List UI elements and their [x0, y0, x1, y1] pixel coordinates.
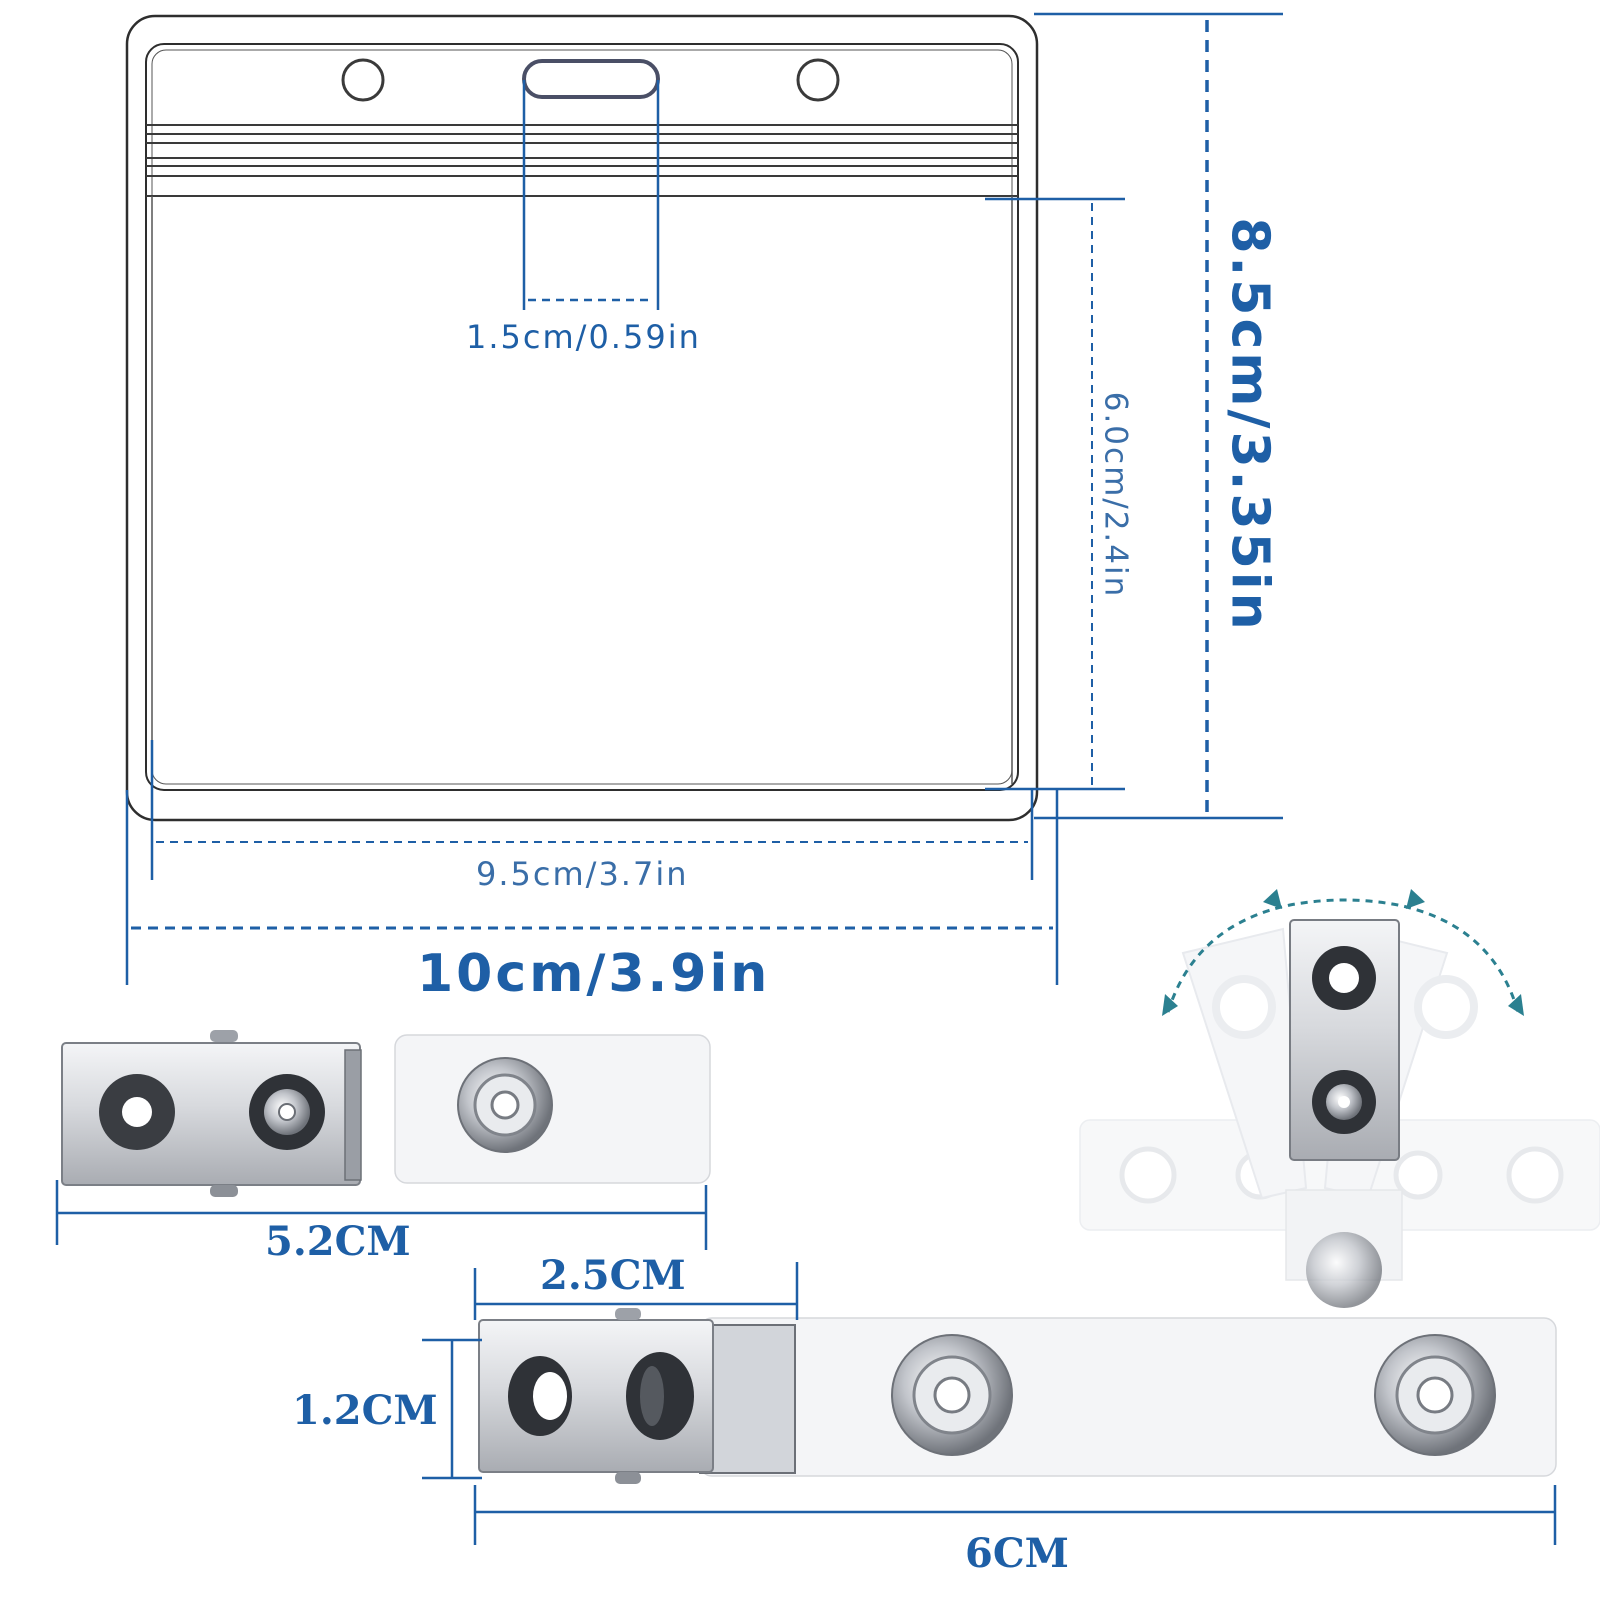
short-clip-jaw [344, 1049, 362, 1181]
slot-width-label: 1.5cm/0.59in [466, 318, 701, 356]
long-clip [478, 1308, 1557, 1484]
short-clip-hole-left [99, 1074, 175, 1150]
badge-inner-edge [145, 43, 1019, 791]
rotation-arc [1166, 898, 1520, 1013]
rotation-illustration [1079, 889, 1600, 1308]
slot-hole [522, 59, 660, 99]
rotation-arrow-1 [1162, 994, 1178, 1016]
long-clip-pin [615, 1308, 641, 1320]
badge-outer-edge [125, 14, 1039, 822]
short-clip-pin [210, 1030, 238, 1042]
badge-dimension-lines [125, 12, 1283, 985]
faded-wing-left [1181, 927, 1308, 1200]
rotating-clip-hole [1312, 946, 1376, 1010]
long-clip-snap-1 [891, 1334, 1013, 1456]
long-clip-hole-right [626, 1352, 694, 1440]
long-clip-snap-2 [1374, 1334, 1496, 1456]
short-clip-pin-bottom [210, 1185, 238, 1197]
long-clip-pin-bottom [615, 1472, 641, 1484]
long-clip-height-label: 1.2CM [292, 1387, 438, 1434]
rotating-clip-rivet [1312, 1070, 1376, 1134]
short-clip-dimension-lines [55, 1180, 708, 1250]
outer-height-label: 8.5cm/3.35in [1219, 217, 1280, 633]
zip-seal [146, 124, 1018, 197]
outer-width-label: 10cm/3.9in [417, 944, 771, 1004]
long-clip-hole-left [508, 1356, 572, 1436]
right-hole [796, 58, 840, 102]
long-clip-width-label: 2.5CM [540, 1252, 686, 1299]
short-clip-rivet [249, 1074, 325, 1150]
left-hole [341, 58, 385, 102]
outer-height-label-wrap: 8.5cm/3.35in [1010, 217, 1490, 632]
rotation-arrow-2 [1263, 889, 1282, 909]
short-clip-length-label: 5.2CM [265, 1218, 411, 1265]
inner-width-label: 9.5cm/3.7in [476, 855, 689, 893]
long-clip-dimension-lines [422, 1262, 1557, 1545]
inner-height-label-wrap: 6.0cm/2.4in [1005, 392, 1225, 599]
short-clip [61, 1030, 711, 1197]
badge-holder [125, 14, 1039, 822]
long-clip-jaw [699, 1324, 796, 1474]
long-clip-length-label: 6CM [965, 1530, 1069, 1577]
short-clip-snap [457, 1057, 553, 1153]
rotation-arrow-3 [1406, 889, 1425, 909]
rotation-arrow-4 [1508, 994, 1524, 1016]
